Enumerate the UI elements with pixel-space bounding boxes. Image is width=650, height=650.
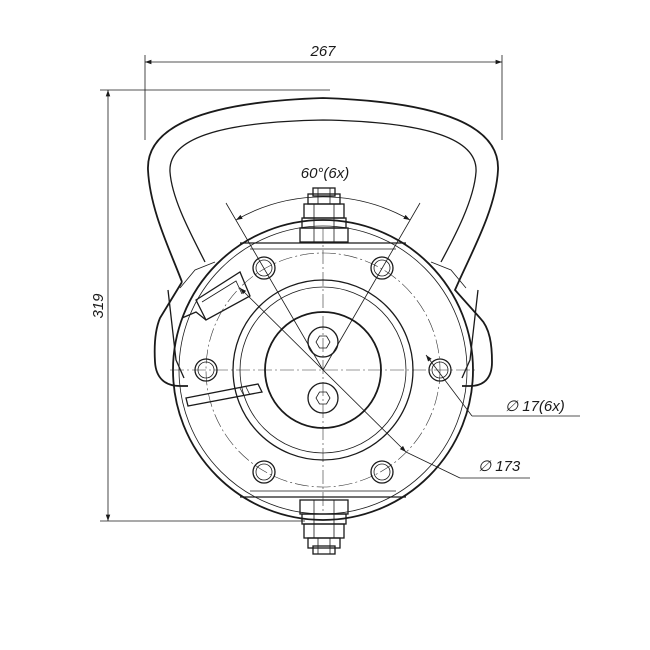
bolt-circle-diameter-dimension: ∅ 173 [239,287,530,479]
mounting-hole [370,460,394,484]
bottom-gland [299,499,349,555]
angle-label: 60°(6x) [301,165,350,182]
height-dimension: 319 [90,89,330,522]
mounting-hole [428,358,452,382]
mounting-holes [194,256,452,484]
width-dimension: 267 [144,43,503,140]
bolt-circle-diameter-label: ∅ 173 [478,458,521,475]
mounting-hole [252,256,276,280]
top-gland [299,187,349,243]
height-label: 319 [90,293,107,319]
handle [147,97,499,387]
mounting-hole [370,256,394,280]
width-label: 267 [309,43,336,60]
hole-diameter-dimension: ∅ 17(6x) [425,354,580,417]
mounting-hole [252,460,276,484]
mounting-hole [194,358,218,382]
hole-diameter-label: ∅ 17(6x) [505,398,565,415]
